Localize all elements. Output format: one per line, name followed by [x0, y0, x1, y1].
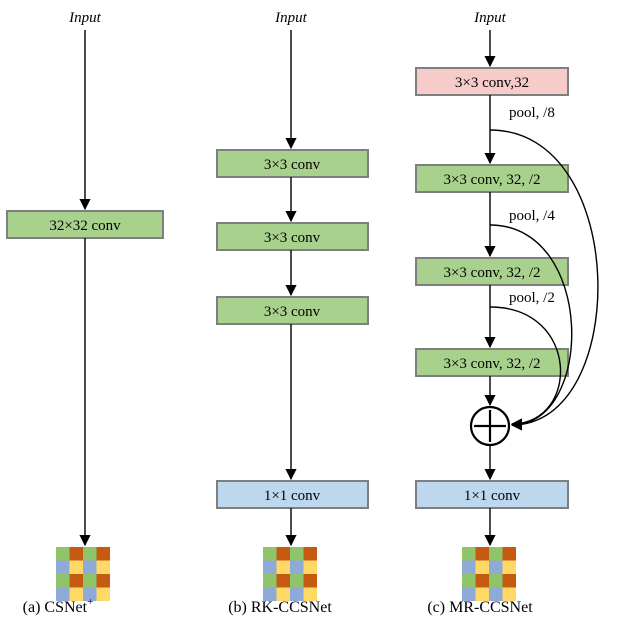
conv-block-3x3-32-label: 3×3 conv,32 [455, 75, 529, 91]
skip-label-pool-4: pool, /4 [509, 208, 555, 224]
mosaic-cell-blue [489, 587, 503, 601]
mosaic-cell-yellow [303, 587, 317, 601]
mosaic-cell-yellow [96, 587, 110, 601]
mosaic-cell-green [83, 547, 97, 561]
conv-block-1x1-c [415, 480, 569, 509]
mosaic-cell-orange [303, 574, 317, 588]
mosaic-cell-blue [290, 560, 304, 574]
mosaic-cell-green [462, 574, 476, 588]
sum-node [469, 405, 511, 447]
caption-c: (c) MR-CCSNet [427, 599, 533, 616]
mosaic-cell-blue [290, 587, 304, 601]
conv-block-3x3-1 [216, 149, 369, 178]
mosaic-cell-green [56, 574, 70, 588]
conv-block-3x3-2-label: 3×3 conv [264, 230, 321, 246]
mosaic-cell-orange [69, 574, 83, 588]
skip-connection-pool-2 [489, 306, 562, 430]
mosaic-cell-yellow [276, 587, 290, 601]
column-csnet-plus: Input 32×32 conv (a) CSNet+ [6, 10, 164, 616]
skip-connection-pool-8 [489, 129, 599, 431]
mosaic-cell-orange [276, 574, 290, 588]
mosaic-cell-blue [263, 560, 277, 574]
conv-block-3x3-2 [216, 222, 369, 251]
conv-block-1x1-c-label: 1×1 conv [464, 488, 521, 504]
conv-block-3x3-32 [415, 67, 569, 96]
mosaic-cell-orange [502, 547, 516, 561]
skip-label-pool-2: pool, /2 [509, 290, 555, 306]
skip-label-pool-8: pool, /8 [509, 105, 555, 121]
mosaic-cell-green [263, 574, 277, 588]
mosaic-cell-yellow [502, 560, 516, 574]
mosaic-cell-yellow [475, 560, 489, 574]
mosaic-cell-orange [475, 574, 489, 588]
mosaic-cell-blue [263, 587, 277, 601]
output-mosaic-b [263, 547, 317, 601]
mosaic-cell-yellow [475, 587, 489, 601]
mosaic-cell-blue [489, 560, 503, 574]
mosaic-cell-green [263, 547, 277, 561]
conv-block-downsample-3-label: 3×3 conv, 32, /2 [443, 356, 540, 372]
conv-block-1x1-b-label: 1×1 conv [264, 488, 321, 504]
conv-block-32x32-label: 32×32 conv [49, 218, 121, 234]
conv-block-downsample-3 [415, 348, 569, 377]
mosaic-cell-yellow [69, 560, 83, 574]
mosaic-cell-blue [56, 587, 70, 601]
mosaic-cell-green [290, 547, 304, 561]
mosaic-cell-yellow [502, 587, 516, 601]
conv-block-1x1-b [216, 480, 369, 509]
mosaic-cell-yellow [96, 560, 110, 574]
mosaic-cell-green [489, 574, 503, 588]
mosaic-cell-green [83, 574, 97, 588]
conv-block-downsample-1 [415, 164, 569, 193]
conv-block-3x3-3 [216, 296, 369, 325]
mosaic-cell-orange [276, 547, 290, 561]
column-rk-ccsnet: Input 3×3 conv 3×3 conv 3×3 conv 1×1 con… [216, 10, 369, 616]
output-mosaic-a [56, 547, 110, 601]
input-label-b: Input [274, 10, 307, 26]
skip-connection-pool-4 [489, 224, 573, 431]
mosaic-cell-green [489, 547, 503, 561]
mosaic-cell-orange [96, 574, 110, 588]
mosaic-cell-orange [96, 547, 110, 561]
mosaic-cell-green [56, 547, 70, 561]
mosaic-cell-blue [83, 587, 97, 601]
input-label-a: Input [68, 10, 101, 26]
mosaic-cell-green [462, 547, 476, 561]
mosaic-cell-yellow [303, 560, 317, 574]
conv-block-3x3-3-label: 3×3 conv [264, 304, 321, 320]
conv-block-downsample-1-label: 3×3 conv, 32, /2 [443, 172, 540, 188]
conv-block-downsample-2 [415, 257, 569, 286]
input-label-c: Input [473, 10, 506, 26]
conv-block-3x3-1-label: 3×3 conv [264, 157, 321, 173]
conv-block-downsample-2-label: 3×3 conv, 32, /2 [443, 265, 540, 281]
mosaic-cell-orange [69, 547, 83, 561]
caption-b: (b) RK-CCSNet [228, 599, 332, 616]
mosaic-cell-orange [303, 547, 317, 561]
mosaic-cell-green [290, 574, 304, 588]
column-mr-ccsnet: Input 3×3 conv,32 3×3 conv, 32, /2 3×3 c… [415, 10, 599, 616]
mosaic-cell-blue [56, 560, 70, 574]
output-mosaic-c [462, 547, 516, 601]
caption-a: (a) CSNet+ [23, 596, 94, 616]
mosaic-cell-orange [475, 547, 489, 561]
mosaic-cell-orange [502, 574, 516, 588]
mosaic-cell-blue [462, 560, 476, 574]
mosaic-cell-blue [462, 587, 476, 601]
mosaic-cell-yellow [69, 587, 83, 601]
mosaic-cell-yellow [276, 560, 290, 574]
mosaic-cell-blue [83, 560, 97, 574]
